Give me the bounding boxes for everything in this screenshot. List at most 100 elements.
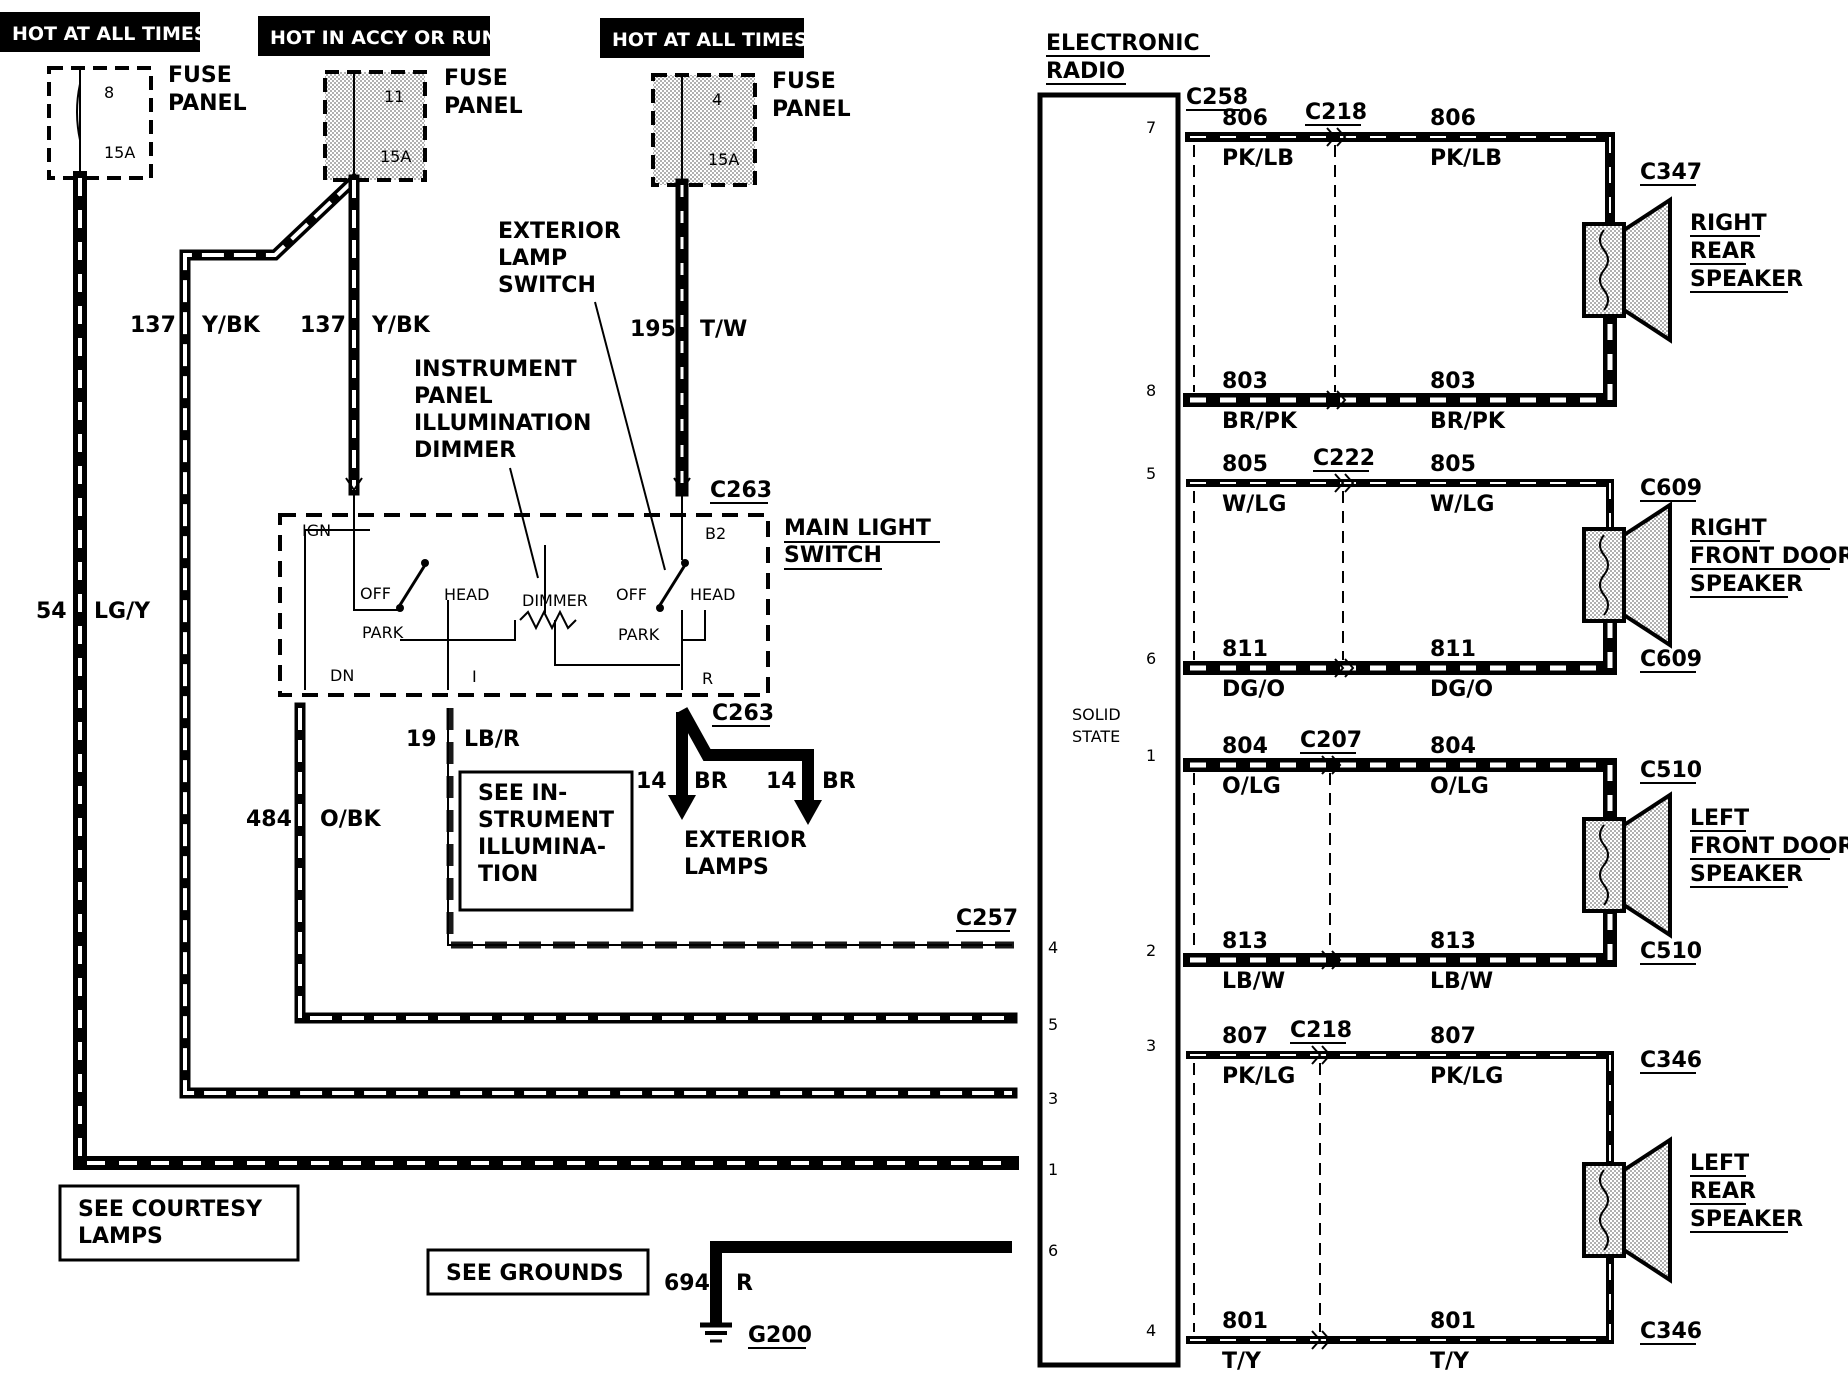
wire-color: LB/W — [1222, 969, 1285, 994]
wire-color: BR/PK — [1430, 409, 1506, 434]
wire-137-branch — [179, 172, 1018, 1099]
switch-label-b2: B2 — [705, 524, 726, 543]
radio-pin: 4 — [1146, 1321, 1156, 1340]
wire-694 — [700, 1241, 1012, 1343]
connector-g200: G200 — [748, 1323, 812, 1349]
wire-color: PK/LB — [1430, 146, 1502, 171]
switch-label-park2: PARK — [618, 625, 660, 644]
svg-text:HOT IN ACCY OR RUN: HOT IN ACCY OR RUN — [270, 27, 498, 49]
solid-state-label: SOLID STATE — [1072, 705, 1121, 746]
connector-chevron-icon — [1334, 658, 1355, 678]
wire-num-195: 195 — [630, 317, 676, 342]
connector-c258: C258 — [1186, 85, 1248, 111]
svg-text:15A: 15A — [708, 150, 739, 169]
fuse-4: 4 15A — [651, 73, 757, 187]
wire-num-14b: 14 — [766, 769, 797, 794]
inline-connector: C218 — [1305, 100, 1367, 125]
wire-color: PK/LB — [1222, 146, 1294, 171]
inline-connector: C218 — [1290, 1018, 1352, 1043]
connector-chevron-icon — [1326, 127, 1347, 147]
svg-text:LAMPS: LAMPS — [684, 855, 769, 880]
svg-text:6: 6 — [1048, 1241, 1058, 1260]
wire-num: 804 — [1430, 734, 1476, 759]
switch-label-dn: DN — [330, 666, 354, 685]
wire-num: 806 — [1430, 106, 1476, 131]
svg-text:INSTRUMENT: INSTRUMENT — [414, 357, 577, 382]
wire-num-484: 484 — [246, 807, 292, 832]
inline-connector: C222 — [1313, 446, 1375, 471]
speaker-circuit-3: 12804O/LG804O/LG813LB/W813LB/WC207C510C5… — [1146, 728, 1848, 994]
radio-pin: 2 — [1146, 941, 1156, 960]
speaker-connector-bottom: C609 — [1640, 647, 1702, 672]
svg-text:HOT AT ALL TIMES: HOT AT ALL TIMES — [612, 29, 808, 51]
wire-color: W/LG — [1222, 492, 1286, 517]
svg-text:FUSE: FUSE — [168, 63, 232, 88]
wire-color: W/LG — [1430, 492, 1494, 517]
exterior-lamp-switch-label: EXTERIOR LAMP SWITCH — [498, 219, 666, 571]
wire-color-137a: Y/BK — [201, 313, 261, 338]
svg-text:FUSE: FUSE — [444, 66, 508, 91]
svg-text:DIMMER: DIMMER — [414, 438, 516, 463]
speaker-name: SPEAKER — [1690, 862, 1803, 887]
speaker-name: SPEAKER — [1690, 1207, 1803, 1232]
radio-label: ELECTRONIC RADIO — [1046, 31, 1210, 85]
speaker-name: LEFT — [1690, 1151, 1749, 1176]
svg-text:G200: G200 — [748, 1323, 812, 1348]
radio-pin: 7 — [1146, 118, 1156, 137]
speaker-name: FRONT DOOR — [1690, 834, 1848, 859]
wire-19 — [446, 708, 1014, 949]
wire-color: BR/PK — [1222, 409, 1298, 434]
svg-text:RADIO: RADIO — [1046, 59, 1125, 84]
connector-c257: C257 — [956, 906, 1018, 932]
wire-num: 804 — [1222, 734, 1268, 759]
wire-color-137b: Y/BK — [371, 313, 431, 338]
fuse-label-4: FUSE PANEL — [772, 69, 851, 122]
svg-text:15A: 15A — [104, 143, 135, 162]
svg-text:PANEL: PANEL — [444, 94, 523, 119]
connector-c263-bot: C263 — [712, 701, 774, 727]
wire-color-195: T/W — [700, 317, 747, 342]
speaker-connector-top: C609 — [1640, 476, 1702, 501]
wire-num: 803 — [1430, 369, 1476, 394]
switch-internals — [304, 477, 706, 690]
wire-num: 801 — [1430, 1309, 1476, 1334]
svg-text:ELECTRONIC: ELECTRONIC — [1046, 31, 1200, 56]
svg-text:TION: TION — [478, 862, 538, 887]
radio-pin: 6 — [1146, 649, 1156, 668]
wire-color-14b: BR — [822, 769, 856, 794]
svg-text:SEE IN-: SEE IN- — [478, 781, 567, 806]
speaker-circuit-2: 56805W/LG805W/LG811DG/O811DG/OC222C609C6… — [1146, 446, 1848, 702]
svg-text:EXTERIOR: EXTERIOR — [498, 219, 621, 244]
wire-num-137a: 137 — [130, 313, 176, 338]
wire-num-694: 694 — [664, 1271, 710, 1296]
wire-805 — [1186, 479, 1614, 531]
speaker-icon — [1582, 196, 1672, 344]
connector-chevron-icon — [1311, 1045, 1332, 1065]
svg-text:PANEL: PANEL — [772, 97, 851, 122]
svg-text:1: 1 — [1048, 1160, 1058, 1179]
svg-text:STATE: STATE — [1072, 727, 1120, 746]
speaker-circuits: 78806PK/LB806PK/LB803BR/PK803BR/PKC218C3… — [1146, 100, 1848, 1374]
svg-text:SWITCH: SWITCH — [784, 543, 882, 568]
speaker-circuit-1: 78806PK/LB806PK/LB803BR/PK803BR/PKC218C3… — [1146, 100, 1803, 434]
speaker-connector-bottom: C346 — [1640, 1319, 1702, 1344]
radio-pin: 1 — [1146, 746, 1156, 765]
connector-chevron-icon — [1334, 473, 1355, 493]
switch-label-i: I — [472, 667, 477, 686]
svg-text:C257: C257 — [956, 906, 1018, 931]
hot-label-b: HOT IN ACCY OR RUN — [258, 16, 498, 56]
fuse-label-11: FUSE PANEL — [444, 66, 523, 119]
speaker-name: LEFT — [1690, 806, 1749, 831]
svg-text:3: 3 — [1048, 1089, 1058, 1108]
wire-num: 803 — [1222, 369, 1268, 394]
speaker-icon — [1582, 501, 1672, 649]
speaker-connector-bottom: C510 — [1640, 939, 1702, 964]
ground-symbol-icon — [700, 1322, 732, 1343]
wire-num: 813 — [1222, 929, 1268, 954]
connector-chevron-icon — [1311, 1330, 1332, 1350]
see-courtesy-lamps-box: SEE COURTESY LAMPS — [58, 1184, 300, 1262]
svg-text:LAMP: LAMP — [498, 246, 567, 271]
switch-label-dimmer: DIMMER — [522, 591, 588, 610]
wire-color-484: O/BK — [320, 807, 382, 832]
